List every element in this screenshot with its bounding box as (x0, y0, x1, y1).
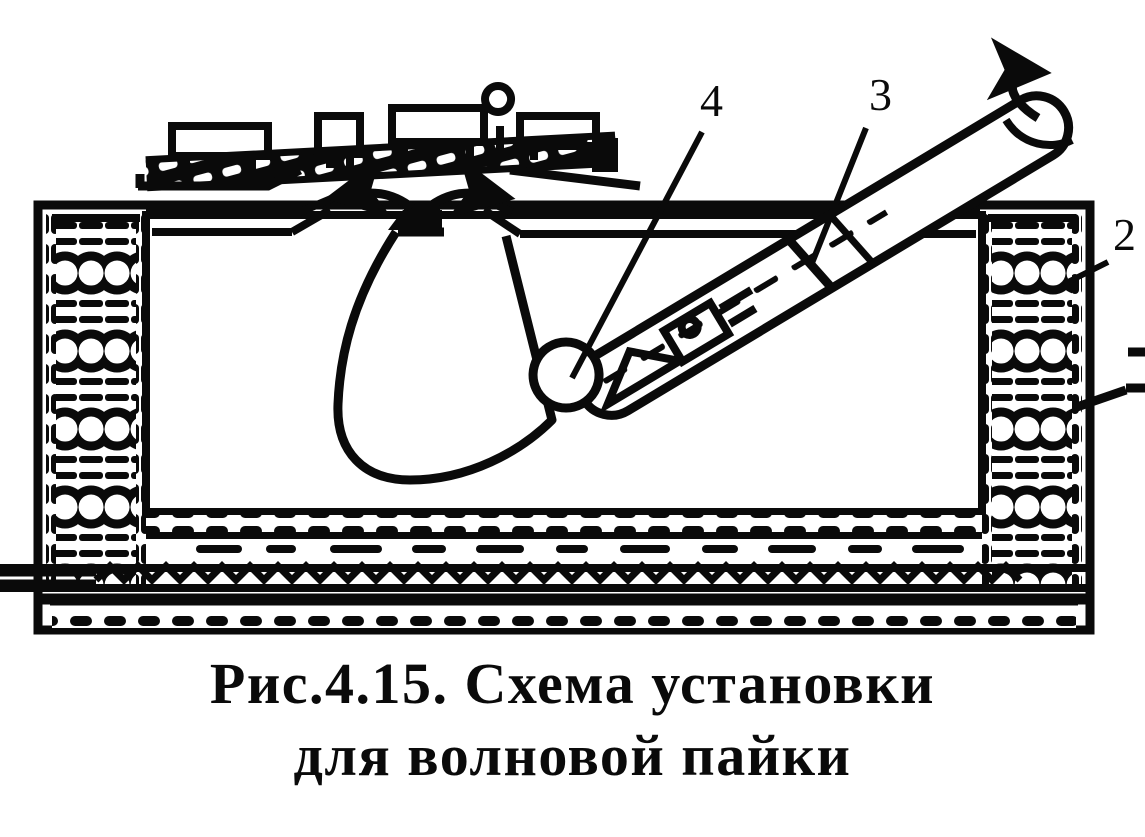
leader-line-4 (569, 130, 705, 380)
callout-label-4: 4 (700, 75, 723, 126)
floor-bottom-edge (146, 532, 982, 539)
left-wall-insulation-fill (52, 218, 140, 586)
flow-arrow-left (324, 156, 415, 219)
callout-label-2: 2 (1113, 209, 1136, 260)
floor-stipple (196, 545, 964, 553)
leader-line-3 (807, 126, 869, 270)
heating-element (0, 561, 1090, 592)
caption-line-1: Рис.4.15. Схема установки (209, 651, 936, 716)
flow-arrow-right (425, 156, 516, 219)
left-wall (46, 212, 146, 592)
base-plate-outline (33, 593, 1095, 635)
component-transistor-can (481, 82, 516, 116)
floor-dash-band (146, 512, 982, 534)
board-edge-connector (592, 138, 618, 172)
left-wall-inner-dash (136, 212, 146, 592)
left-wall-outer-dash (46, 212, 56, 592)
impeller-tie-upper (718, 286, 754, 312)
base-plate-dash (52, 612, 1076, 628)
wave-body-outline (333, 229, 557, 485)
tank-base-plate (33, 593, 1095, 635)
heater-zigzag-coil (93, 561, 1023, 585)
leader-line-cut-lower-tail (1072, 385, 1128, 413)
left-wall-cap-top (52, 214, 140, 222)
right-wall-outer-dash (982, 212, 992, 592)
floor-top-edge (146, 508, 982, 515)
printed-circuit-board (135, 82, 641, 192)
component-resistor-1 (168, 122, 272, 160)
component-resistor-2 (516, 112, 600, 150)
caption-line-2: для волновой пайки (293, 723, 852, 788)
solder-wave (333, 209, 557, 485)
inclined-screw-pump (528, 37, 1074, 420)
impeller-tie-lower (727, 305, 758, 328)
bath-shoulder-left-lower (289, 206, 333, 236)
board-components (168, 82, 600, 170)
callout-leaders (569, 126, 1145, 413)
right-wall-inner-dash (1072, 212, 1082, 592)
right-wall (982, 212, 1082, 592)
figure-caption: Рис.4.15. Схема установки для волновой п… (0, 648, 1145, 792)
conveyor-rail-right (509, 165, 641, 191)
callout-label-3: 3 (869, 69, 892, 120)
rotation-arrow-curve (986, 37, 1052, 122)
impeller-vane-1 (599, 346, 691, 414)
impeller-shaft-hub (677, 315, 702, 339)
component-ic-1 (388, 104, 488, 146)
conveyor-rail-upper (138, 165, 303, 191)
chamber-floor (146, 508, 982, 553)
leader-line-2 (1066, 259, 1110, 285)
pump-impeller-detail (599, 286, 758, 414)
right-wall-insulation-fill (988, 218, 1076, 586)
furnace-tank (33, 200, 1095, 635)
right-wall-cap-top (988, 214, 1076, 222)
pump-barrel-collar-2 (827, 212, 876, 266)
flow-arrows (324, 156, 516, 219)
rotation-arrow-tail (1002, 117, 1074, 150)
pump-rotation-arrow (986, 37, 1074, 150)
component-capacitor-1 (314, 112, 364, 158)
